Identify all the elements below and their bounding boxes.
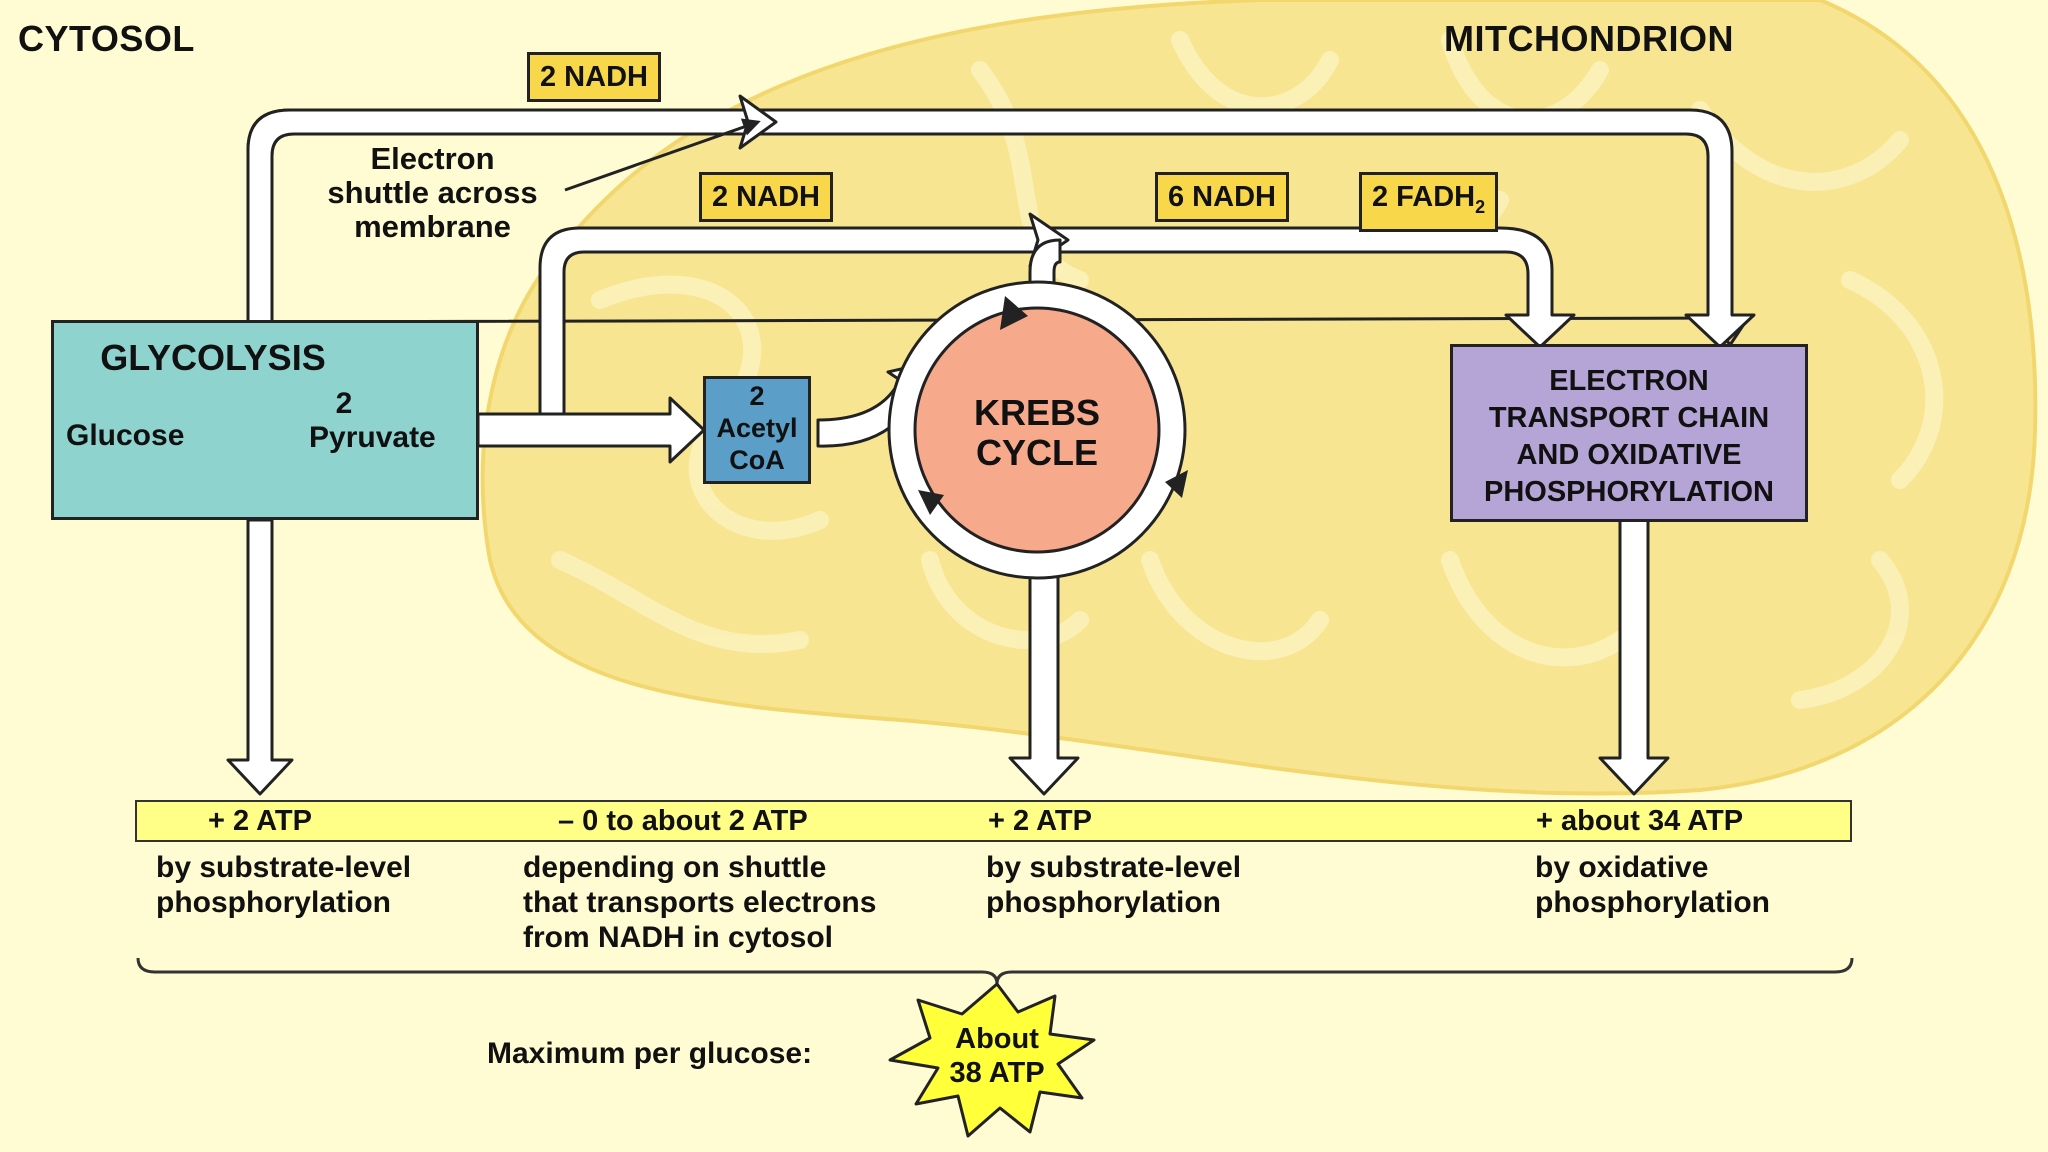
atp-yield-bar <box>135 800 1852 842</box>
glycolysis-box: GLYCOLYSIS Glucose 2 Pyruvate <box>51 320 479 520</box>
glycolysis-title: GLYCOLYSIS <box>100 337 326 378</box>
maximum-label: Maximum per glucose: <box>487 1037 813 1070</box>
etc-line-2: TRANSPORT CHAIN <box>1488 402 1770 434</box>
region-label-cytosol: CYTOSOL <box>18 18 195 59</box>
summary-bracket <box>136 957 1854 985</box>
krebs-line-2: CYCLE <box>975 432 1098 473</box>
maximum-line-1: About <box>955 1023 1039 1055</box>
atp-starburst <box>888 982 1096 1138</box>
desc-glycolysis: by substrate-level phosphorylation <box>156 851 412 919</box>
fadh2-subscript: 2 <box>1475 196 1486 217</box>
tag-nadh-krebs: 6 NADH <box>1155 172 1289 222</box>
glucose-label: Glucose <box>66 419 185 452</box>
krebs-line-1: KREBS <box>973 392 1101 433</box>
tag-fadh2: 2 FADH2 <box>1359 172 1499 232</box>
tag-nadh-pyruvate: 2 NADH <box>699 172 833 222</box>
pyruvate-count: 2 <box>335 387 353 420</box>
atp-glycolysis: + 2 ATP <box>208 805 312 837</box>
maximum-line-2: 38 ATP <box>949 1057 1045 1089</box>
etc-title: ELECTRON TRANSPORT CHAIN AND OXIDATIVE P… <box>1453 363 1805 511</box>
tag-nadh-shuttle: 2 NADH <box>527 52 661 102</box>
desc-oxidative: by oxidative phosphorylation <box>1535 851 1770 919</box>
acetyl-coa-box: 2 Acetyl CoA <box>703 376 811 484</box>
desc-krebs: by substrate-level phosphorylation <box>986 851 1242 919</box>
acetyl-label: Acetyl <box>716 413 798 443</box>
shuttle-pointer-line <box>564 118 761 192</box>
atp-oxidative: + about 34 ATP <box>1536 805 1744 837</box>
etc-line-3: AND OXIDATIVE <box>1516 439 1742 471</box>
atp-shuttle: – 0 to about 2 ATP <box>558 805 808 837</box>
etc-line-4: PHOSPHORYLATION <box>1483 476 1774 508</box>
krebs-cycle-label: KREBS CYCLE <box>937 393 1137 473</box>
desc-shuttle: depending on shuttle that transports ele… <box>523 851 877 954</box>
krebs-cycle-graphic <box>887 280 1188 580</box>
acetyl-count: 2 <box>749 381 765 411</box>
etc-box: ELECTRON TRANSPORT CHAIN AND OXIDATIVE P… <box>1450 344 1808 522</box>
electron-shuttle-label: Electron shuttle across membrane <box>327 141 538 244</box>
atp-krebs: + 2 ATP <box>988 805 1092 837</box>
region-label-mitochondrion: MITCHONDRION <box>1444 18 1734 59</box>
etc-line-1: ELECTRON <box>1549 365 1709 397</box>
pyruvate-label: Pyruvate <box>309 421 436 454</box>
fadh2-label: 2 FADH <box>1372 181 1476 213</box>
coa-label: CoA <box>729 445 785 475</box>
maximum-value: About 38 ATP <box>922 1022 1072 1090</box>
